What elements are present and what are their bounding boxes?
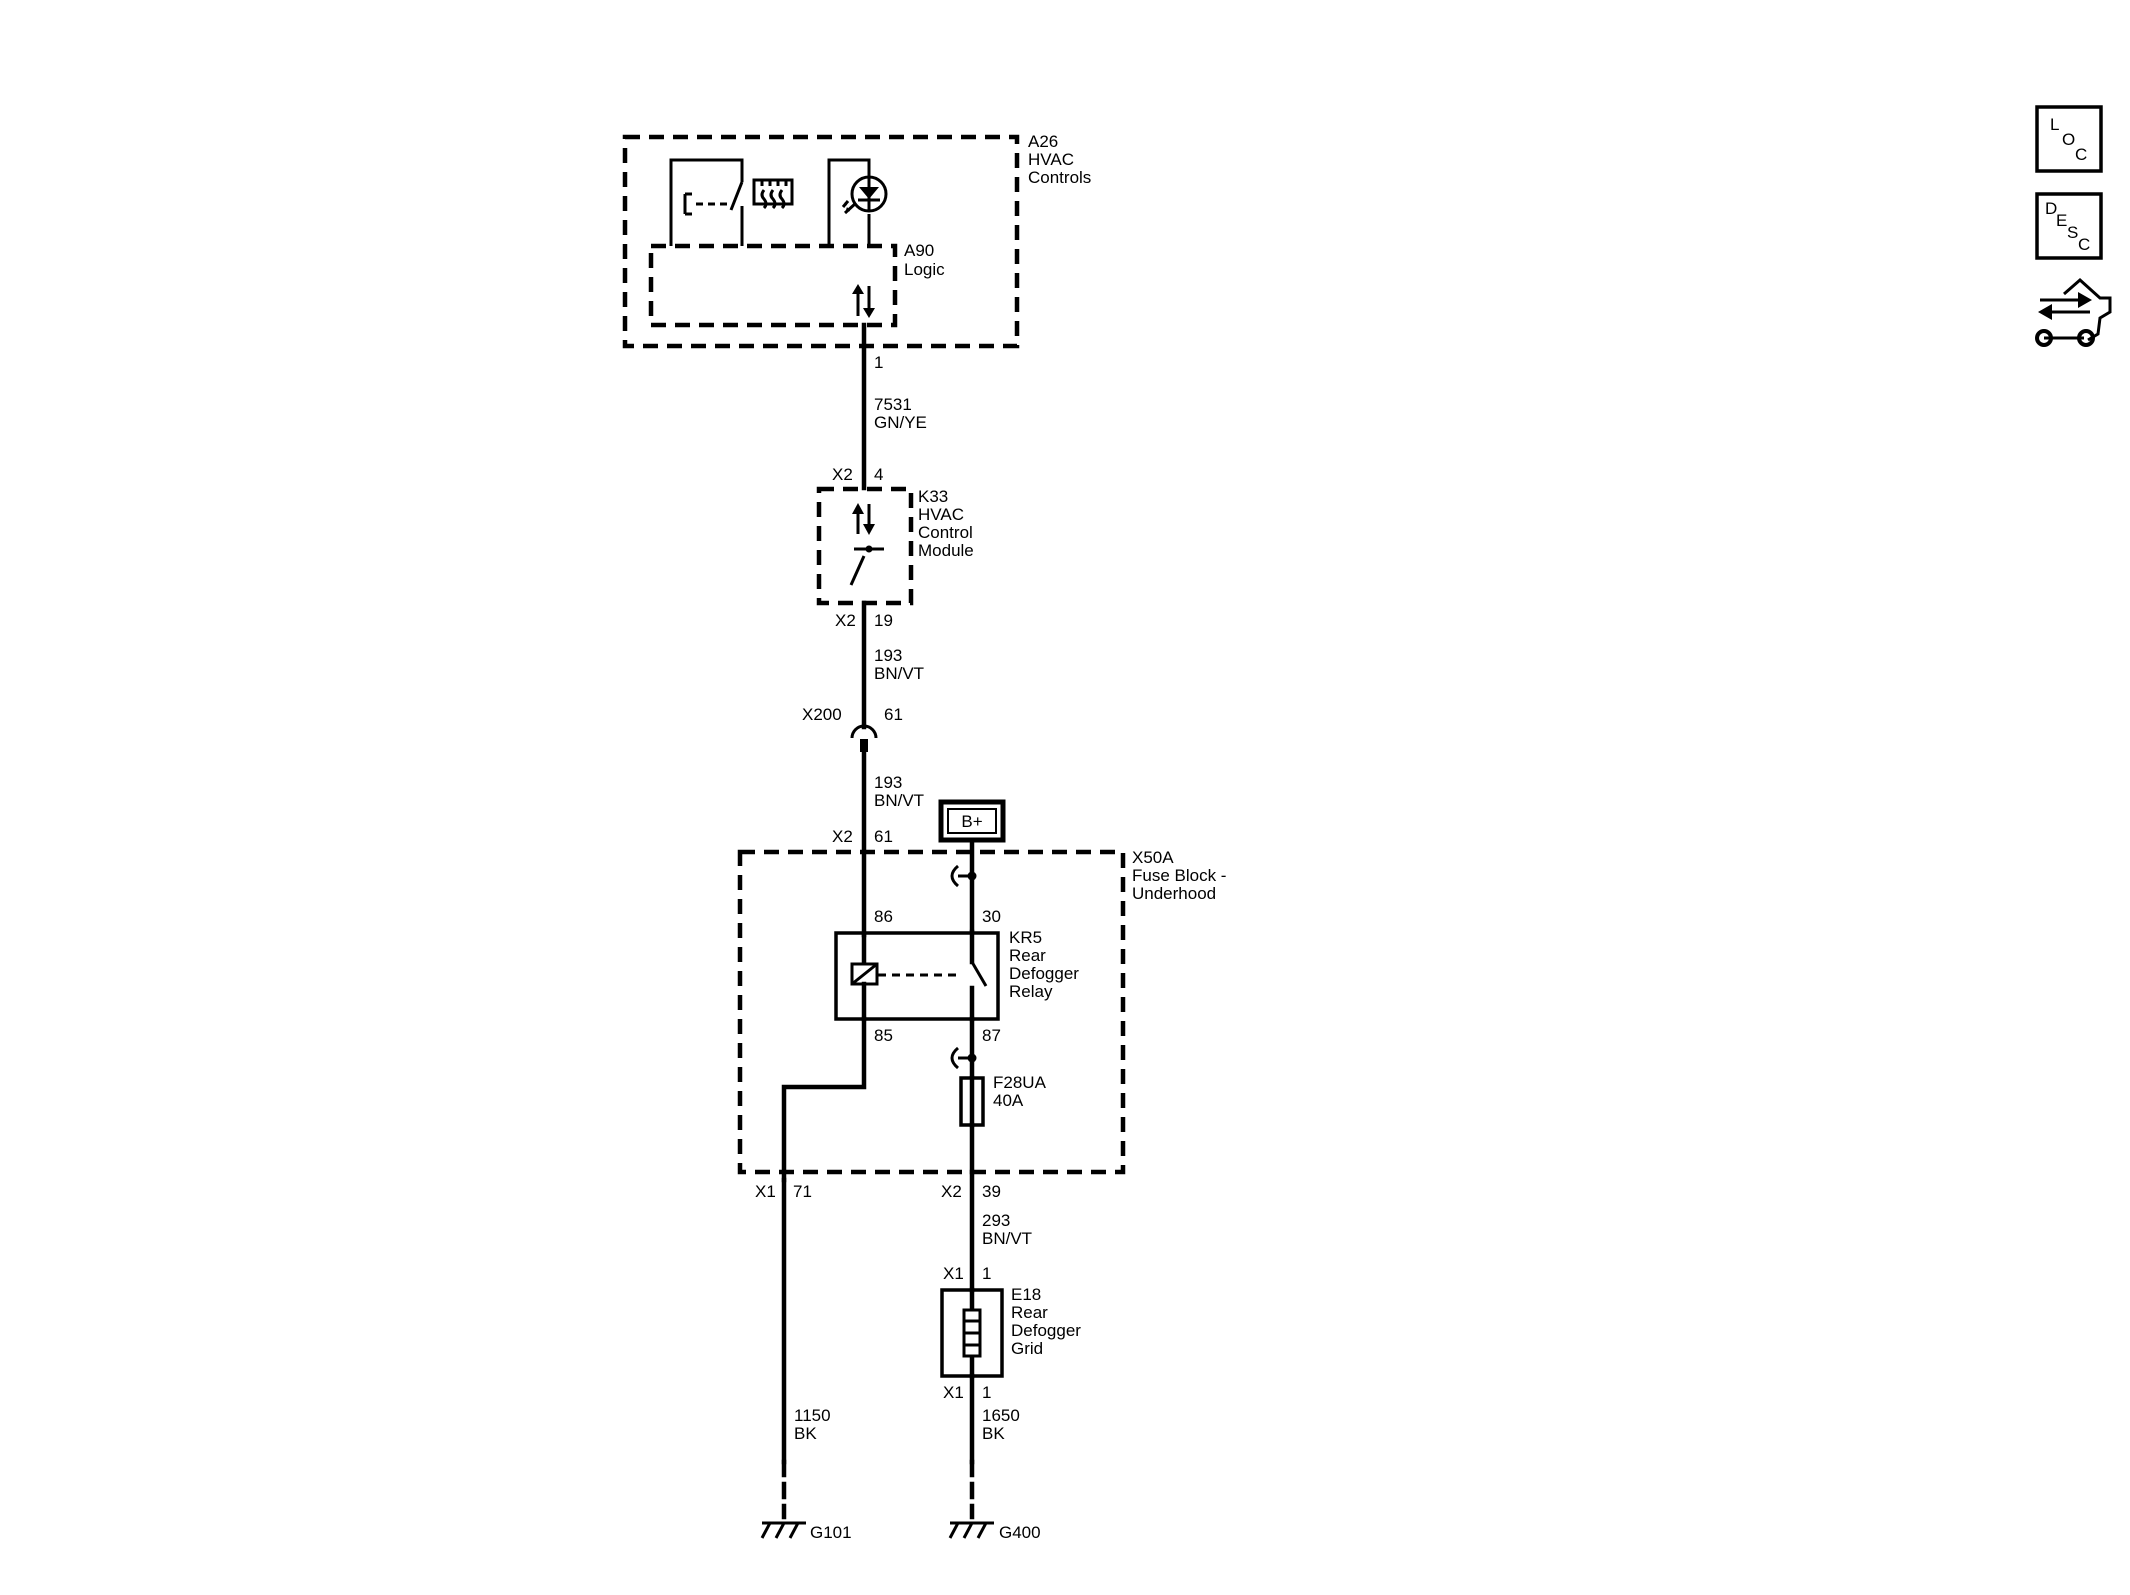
e18-name-3: Grid [1011, 1339, 1043, 1358]
indicator-led-symbol [827, 158, 888, 246]
defog-switch-symbol [669, 158, 794, 246]
k33-name-1: HVAC [918, 505, 964, 524]
k33-switch-symbol [849, 545, 884, 586]
wire-1650-color: BK [982, 1424, 1005, 1443]
wire-193-upper-circuit: 193 [874, 646, 902, 665]
e18-name-2: Defogger [1011, 1321, 1081, 1340]
a26-boundary [622, 134, 1020, 349]
x50a-name-2: Underhood [1132, 884, 1216, 903]
x50a-input-pin: 61 [874, 827, 893, 846]
busbar-symbol-upper [950, 864, 972, 888]
k33-ref: K33 [918, 487, 948, 506]
a26-hvac-controls: A26 HVAC Controls A [622, 132, 1091, 349]
x50a-output2-pin: 39 [982, 1182, 1001, 1201]
kr5-name-3: Relay [1009, 982, 1053, 1001]
desc-letter-s: S [2067, 223, 2078, 242]
loc-letter-o: O [2062, 130, 2075, 149]
loc-letter-c: C [2075, 145, 2087, 164]
k33-name-2: Control [918, 523, 973, 542]
description-view-button[interactable]: D E S C [2035, 192, 2103, 260]
desc-letter-e: E [2056, 211, 2067, 230]
loc-letter-l: L [2050, 115, 2059, 134]
x50a-output2-connector: X2 [941, 1182, 962, 1201]
ground-g101: G101 [760, 1521, 852, 1542]
kr5-name-2: Defogger [1009, 964, 1079, 983]
a26-name-2: Controls [1028, 168, 1091, 187]
k33-serial-data-arrows-icon [852, 503, 875, 535]
k33-top-pin: 4 [874, 465, 883, 484]
x50a-ref: X50A [1132, 848, 1174, 867]
ground-g101-label: G101 [810, 1523, 852, 1542]
relay-coil-diagonal [851, 962, 878, 986]
a90-ref: A90 [904, 241, 934, 260]
busbar-symbol-lower [950, 1046, 972, 1070]
relay-pin-86: 86 [874, 907, 893, 926]
e18-rear-defogger-grid: X1 1 E18 Rear Defogger Grid X1 1 [940, 1264, 1081, 1402]
e18-ref: E18 [1011, 1285, 1041, 1304]
k33-bottom-pin: 19 [874, 611, 893, 630]
relay-85-ground-wire [781, 1016, 867, 1183]
e18-bottom-connector: X1 [943, 1383, 964, 1402]
k33-boundary [816, 486, 914, 606]
a90-name-1: Logic [904, 260, 945, 279]
desc-letter-d: D [2045, 199, 2057, 218]
x50a-boundary [737, 849, 1126, 1175]
relay-pin-30: 30 [982, 907, 1001, 926]
x200-label: X200 [802, 705, 842, 724]
wiring-tools-icon[interactable] [2035, 277, 2112, 347]
x50a-input-connector: X2 [832, 827, 853, 846]
e18-bottom-pin: 1 [982, 1383, 991, 1402]
desc-letter-c: C [2078, 235, 2090, 254]
f28ua-fuse: F28UA 40A [959, 1073, 1047, 1128]
battery-positive-source: B+ [938, 799, 1006, 843]
x50a-fuse-block: X50A Fuse Block - Underhood X2 61 30 KR5… [737, 827, 1226, 1183]
kr5-name-1: Rear [1009, 946, 1046, 965]
k33-name-3: Module [918, 541, 974, 560]
kr5-body [834, 931, 1000, 1021]
kr5-rear-defogger-relay: KR5 Rear Defogger Relay 86 85 87 [834, 907, 1079, 1045]
x50a-output1-pin: 71 [793, 1182, 812, 1201]
x200-inline-connector: X200 61 [802, 705, 903, 752]
kr5-ref: KR5 [1009, 928, 1042, 947]
wire-293-color: BN/VT [982, 1229, 1032, 1248]
wire-193-lower-color: BN/VT [874, 791, 924, 810]
x50a-name-1: Fuse Block - [1132, 866, 1226, 885]
f28ua-rating: 40A [993, 1091, 1024, 1110]
a90-boundary [648, 243, 898, 328]
wire-1150-circuit: 1150 [794, 1406, 831, 1425]
f28ua-ref: F28UA [993, 1073, 1047, 1092]
wire-1650-circuit: 1650 [982, 1406, 1020, 1425]
heater-element-bars [964, 1319, 980, 1347]
wire-7531-color: GN/YE [874, 413, 927, 432]
ground-g400-label: G400 [999, 1523, 1041, 1542]
location-view-button[interactable]: L O C [2035, 105, 2103, 173]
wire-1150-color: BK [794, 1424, 817, 1443]
relay-pin-87: 87 [982, 1026, 1001, 1045]
wire-293-circuit: 293 [982, 1211, 1010, 1230]
wire-7531-circuit: 7531 [874, 395, 912, 414]
x200-pin: 61 [884, 705, 903, 724]
k33-hvac-control-module: X2 4 K33 HVAC Control Module X2 19 [816, 465, 974, 630]
wire-193-lower-circuit: 193 [874, 773, 902, 792]
ground-g400: G400 [948, 1521, 1041, 1542]
k33-bottom-connector: X2 [835, 611, 856, 630]
b-plus-label: B+ [961, 812, 982, 831]
e18-top-pin: 1 [982, 1264, 991, 1283]
k33-top-connector: X2 [832, 465, 853, 484]
a26-ref: A26 [1028, 132, 1058, 151]
relay-contact-blade [970, 961, 988, 987]
a90-serial-data-arrows-icon [852, 284, 875, 318]
x50a-output1-connector: X1 [755, 1182, 776, 1201]
e18-name-1: Rear [1011, 1303, 1048, 1322]
a26-pin-label: 1 [874, 353, 883, 372]
e18-top-connector: X1 [943, 1264, 964, 1283]
wire-193-upper-color: BN/VT [874, 664, 924, 683]
a26-name-1: HVAC [1028, 150, 1074, 169]
relay-pin-85: 85 [874, 1026, 893, 1045]
